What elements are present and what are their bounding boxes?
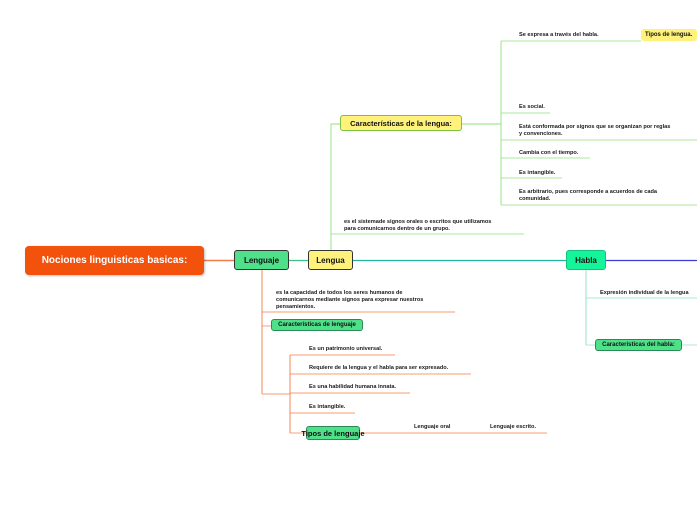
lengua-caracteristica-3-line-2: y convenciones. — [519, 131, 563, 137]
lengua-node[interactable]: Lengua — [308, 250, 353, 270]
lengua-definition-line-2: para comunicarnos dentro de un grupo. — [344, 226, 450, 232]
caracteristicas-lenguaje-node[interactable]: Características de lenguaje — [271, 319, 363, 331]
caracteristicas-habla-node[interactable]: Características del habla: — [595, 339, 682, 351]
lenguaje-definition-line-3: pensamientos. — [276, 304, 316, 310]
lengua-caracteristica-1[interactable]: Se expresa a través del habla. — [519, 32, 599, 38]
habla-definition[interactable]: Expresión individual de la lengua — [600, 290, 689, 296]
lenguaje-caracteristica-1[interactable]: Es un patrimonio universal. — [309, 346, 383, 352]
caracteristicas-lengua-node[interactable]: Características de la lengua: — [340, 115, 462, 131]
lengua-caracteristica-5[interactable]: Es intangible. — [519, 170, 556, 176]
lengua-caracteristica-2[interactable]: Es social. — [519, 104, 545, 110]
lengua-definition[interactable]: es el sistemade signos orales o escritos… — [344, 219, 491, 233]
tipos-lengua-node[interactable]: Tipos de lengua. — [641, 29, 697, 41]
lenguaje-definition-line-1: es la capacidad de todos los seres human… — [276, 290, 403, 296]
lenguaje-node[interactable]: Lenguaje — [234, 250, 289, 270]
lengua-caracteristica-6-line-1: Es arbitrario, pues corresponde a acuerd… — [519, 189, 658, 195]
habla-node[interactable]: Habla — [566, 250, 606, 270]
lenguaje-definition[interactable]: es la capacidad de todos los seres human… — [276, 290, 423, 311]
lenguaje-definition-line-2: comunicarnos mediante signos para expres… — [276, 297, 424, 303]
lenguaje-caracteristica-3[interactable]: Es una habilidad humana innata. — [309, 384, 397, 390]
tipo-lenguaje-escrito[interactable]: Lenguaje escrito. — [490, 424, 537, 430]
lengua-caracteristica-6-line-2: comunidad. — [519, 196, 551, 202]
lenguaje-caracteristica-2[interactable]: Requiere de la lengua y el habla para se… — [309, 365, 449, 371]
lengua-definition-line-1: es el sistemade signos orales o escritos… — [344, 219, 492, 225]
lenguaje-caracteristica-4[interactable]: Es intangible. — [309, 404, 346, 410]
lengua-caracteristica-6[interactable]: Es arbitrario, pues corresponde a acuerd… — [519, 189, 657, 203]
lengua-caracteristica-3[interactable]: Está conformada por signos que se organi… — [519, 124, 670, 138]
lengua-caracteristica-4[interactable]: Cambia con el tiempo. — [519, 150, 579, 156]
tipos-lenguaje-node[interactable]: Tipos de lenguaje — [301, 426, 365, 440]
tipo-lenguaje-oral[interactable]: Lenguaje oral — [414, 424, 451, 430]
root-node-title[interactable]: Nociones linguisticas basicas: — [25, 246, 204, 275]
lengua-caracteristica-3-line-1: Está conformada por signos que se organi… — [519, 124, 671, 130]
